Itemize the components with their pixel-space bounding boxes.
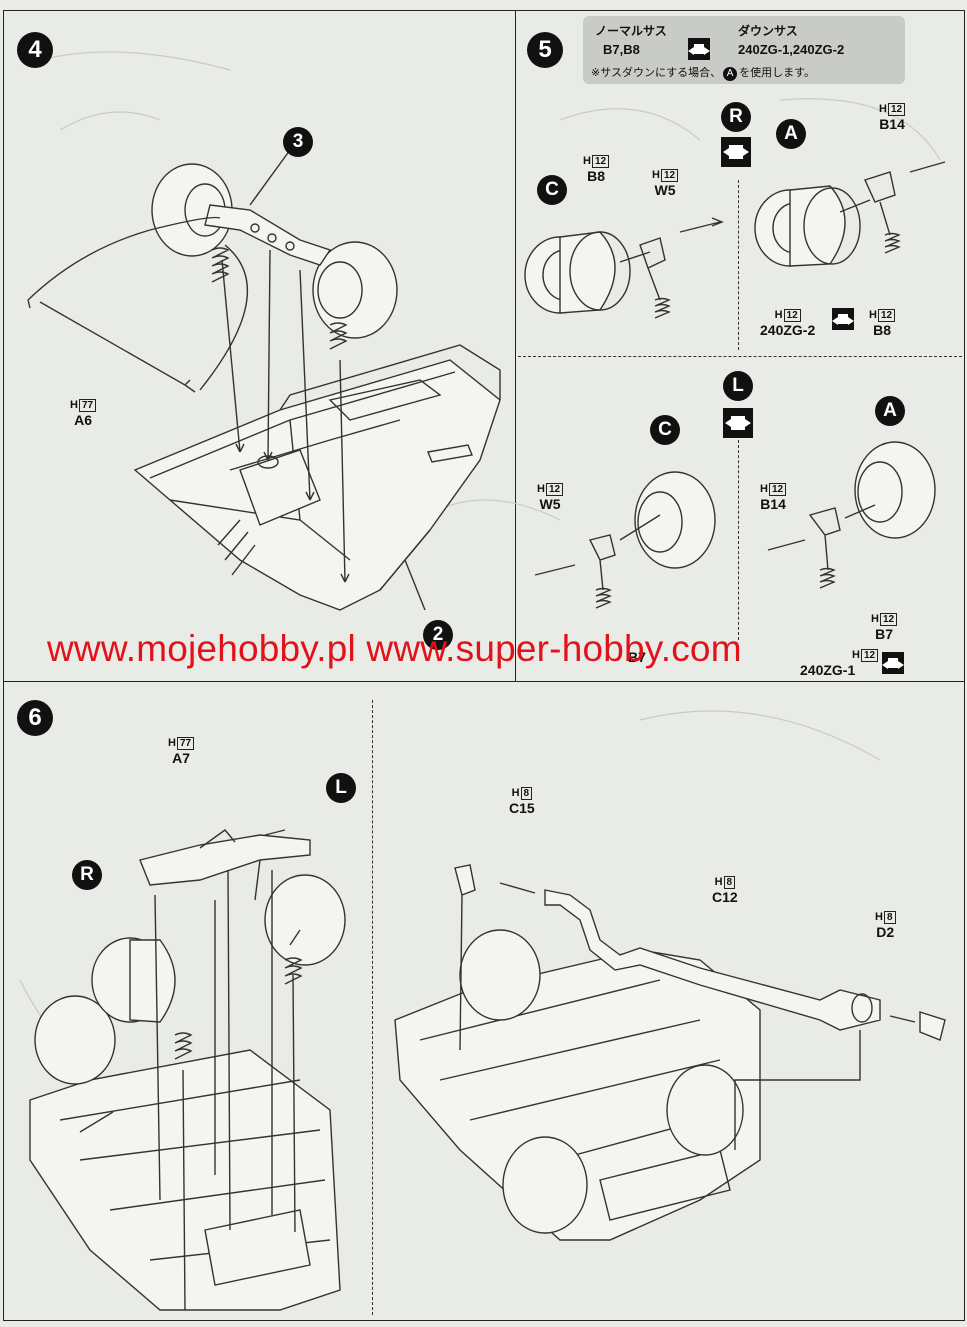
part-code: W5 (539, 496, 561, 512)
sprue-letter: H (875, 911, 883, 923)
sprue-letter: H (760, 483, 768, 495)
sprue-number: 77 (176, 737, 195, 750)
panel-step6 (3, 681, 965, 1321)
part-code: B8 (873, 322, 891, 338)
wheel-marker-a: A (776, 119, 806, 149)
part-code: D2 (876, 924, 895, 940)
sprue-number: 12 (860, 649, 879, 662)
step-number-5: 5 (527, 32, 563, 68)
sprue-letter: H (652, 169, 660, 181)
sprue-number: 8 (520, 787, 533, 800)
part-code: C12 (712, 889, 738, 905)
swap-arrow-icon (688, 38, 710, 60)
part-code: W5 (654, 182, 676, 198)
divider-step5-vertical-lower (738, 440, 739, 640)
circle-a-icon: A (723, 67, 738, 81)
step-number-6: 6 (17, 700, 53, 736)
swap-arrow-icon (832, 308, 854, 330)
sprue-number: 12 (783, 309, 801, 322)
sprue-number: 77 (78, 399, 97, 412)
sprue-number: 8 (883, 911, 896, 924)
normal-suspension-label: ノーマルサス (595, 24, 667, 38)
wheel-marker-a-left: A (875, 396, 905, 426)
sprue-letter: H (852, 649, 860, 661)
part-code: A6 (74, 412, 92, 428)
swap-arrow-icon (723, 408, 753, 438)
sprue-number: 12 (591, 155, 610, 168)
part-code: 240ZG-2 (760, 322, 816, 338)
wheel-marker-c: C (537, 175, 567, 205)
swap-arrow-icon (721, 137, 751, 167)
hint-text-pre: ※サスダウンにする場合、 (591, 67, 722, 79)
divider-step5-vertical (738, 180, 739, 350)
suspension-note-box: ノーマルサス B7,B8 ダウンサス 240ZG-1,240ZG-2 ※サスダウ… (583, 16, 905, 84)
wheel-marker-c-left: C (650, 415, 680, 445)
part-code: B7 (875, 626, 893, 642)
down-suspension-label: ダウンサス (738, 24, 798, 38)
side-marker-right-step6: R (72, 860, 102, 890)
sprue-number: 12 (879, 613, 898, 626)
watermark-text: www.mojehobby.pl www.super-hobby.com (47, 628, 742, 669)
side-marker-right: R (721, 102, 751, 132)
part-code: B8 (587, 168, 605, 184)
sprue-number: 12 (877, 309, 896, 322)
part-code: B14 (760, 496, 786, 512)
reference-step-2: 2 (423, 620, 453, 650)
reference-step-3: 3 (283, 127, 313, 157)
sprue-letter: H (774, 309, 783, 321)
part-code: 240ZG-1 (800, 662, 856, 678)
sprue-number: 12 (887, 103, 906, 116)
divider-step6 (372, 700, 373, 1315)
part-code: B14 (879, 116, 905, 132)
sprue-letter: H (583, 155, 591, 167)
sprue-letter: H (869, 309, 877, 321)
step-number-4: 4 (17, 32, 53, 68)
side-marker-left-step6: L (326, 773, 356, 803)
swap-arrow-icon (882, 652, 904, 674)
sprue-number: 12 (545, 483, 564, 496)
sprue-number: 12 (660, 169, 679, 182)
normal-suspension-parts: B7,B8 (603, 42, 640, 57)
part-label-b7-hidden: B7 (628, 649, 646, 665)
sprue-letter: H (879, 103, 887, 115)
divider-step5-horizontal (518, 356, 962, 357)
side-marker-left: L (723, 371, 753, 401)
sprue-letter: H (537, 483, 545, 495)
hint-text-post: を使用します。 (739, 67, 816, 79)
sprue-letter: H (168, 737, 176, 749)
sprue-number: 8 (723, 876, 736, 889)
sprue-letter: H (714, 876, 723, 888)
sprue-number: 12 (768, 483, 787, 496)
sprue-letter: H (511, 787, 520, 799)
part-code: A7 (172, 750, 190, 766)
down-suspension-parts: 240ZG-1,240ZG-2 (738, 42, 845, 57)
part-code: C15 (509, 800, 535, 816)
sprue-letter: H (871, 613, 879, 625)
sprue-letter: H (70, 399, 78, 411)
